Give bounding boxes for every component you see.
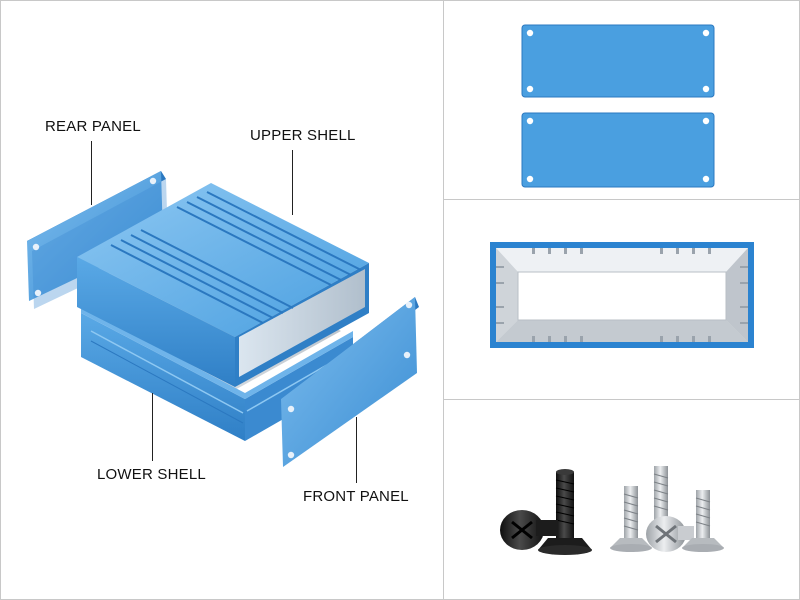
rear-panel-part [27, 171, 168, 309]
steel-screw-tall [653, 466, 669, 524]
end-plate-bottom [521, 112, 715, 188]
horizontal-divider-1 [444, 199, 799, 200]
exploded-view-panel: REAR PANEL UPPER SHELL LOWER SHELL FRONT… [1, 1, 443, 599]
steel-screw-head [646, 516, 694, 552]
steel-screw-left [610, 486, 652, 552]
black-screw-head [500, 510, 558, 550]
vertical-divider [443, 1, 444, 599]
lower-shell-label: LOWER SHELL [97, 466, 206, 483]
front-panel-part [281, 297, 419, 467]
upper-shell-label: UPPER SHELL [250, 127, 356, 144]
end-plate-top [521, 24, 715, 98]
fins-top [532, 248, 711, 254]
front-panel-leader [356, 417, 357, 483]
horizontal-divider-2 [444, 399, 799, 400]
black-screw-standing [538, 469, 592, 555]
countersunk-screws-icon [500, 466, 724, 555]
steel-screw-right [682, 490, 724, 552]
shell-cross-section-icon [490, 242, 754, 348]
rear-panel-label: REAR PANEL [45, 118, 141, 135]
enclosure-exploded-view-icon [27, 171, 419, 467]
lower-shell-leader [152, 393, 153, 461]
upper-shell-leader [292, 150, 293, 215]
fins-sides [496, 266, 748, 324]
end-panel-plates-icon [521, 24, 715, 188]
upper-shell-part [77, 183, 369, 387]
rear-panel-leader [91, 141, 92, 205]
fins-bottom [532, 336, 711, 342]
screws-panel [444, 400, 799, 599]
end-plates-panel [444, 1, 799, 199]
profile-panel [444, 200, 799, 399]
front-panel-label: FRONT PANEL [303, 488, 409, 505]
